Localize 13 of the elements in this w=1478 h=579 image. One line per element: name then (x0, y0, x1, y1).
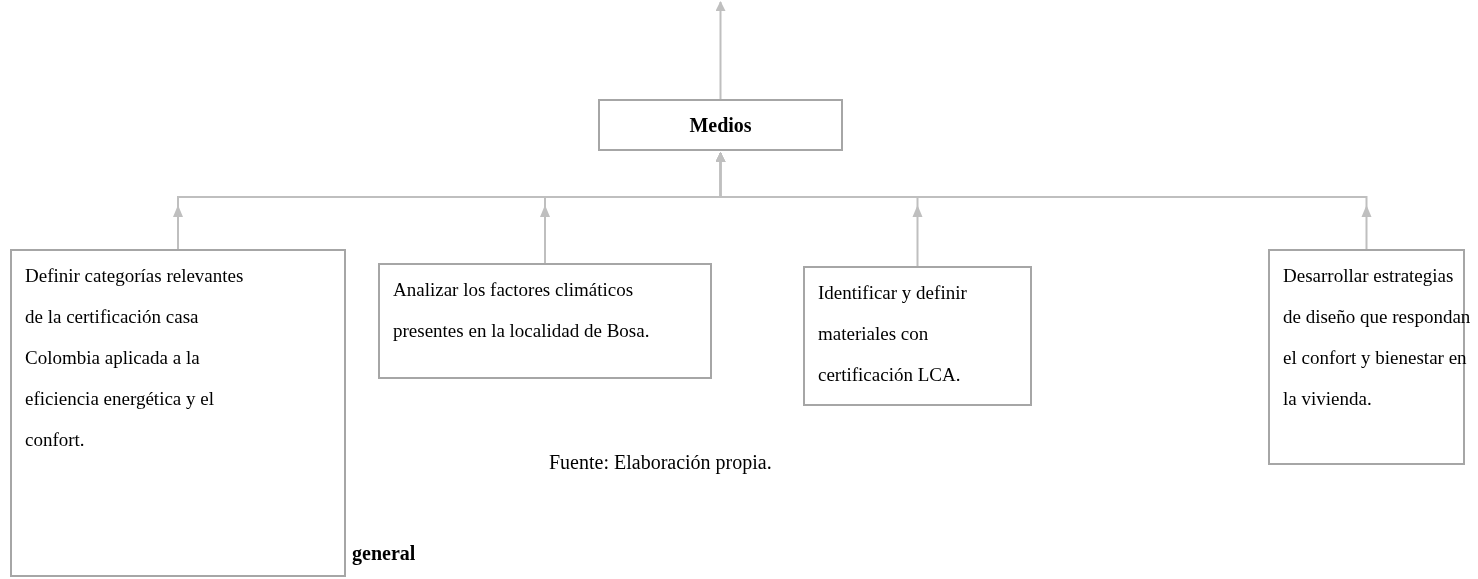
process-box (10, 249, 346, 577)
box-text: Identificar y definir materiales con certificación LCA. (818, 281, 968, 387)
heading-text: Medios (689, 113, 752, 138)
heading-box (598, 99, 843, 151)
section-heading: general (352, 541, 416, 567)
source-note: Fuente: Elaboración propia. (549, 450, 772, 476)
box-text: Definir categorías relevantes de la certificación casa Colombia aplicada a la eficiencia energética y el confort. (25, 264, 245, 452)
arrow (715, 152, 1372, 250)
process-box (378, 263, 712, 379)
box-text: Analizar los factores climáticos presentes en la localidad de Bosa. (393, 278, 651, 343)
box-text: Desarrollar estrategias de diseño que respondan el confort y bienestar en la vivienda. (1283, 264, 1472, 411)
arrow (715, 1, 726, 100)
process-box (803, 266, 1032, 406)
